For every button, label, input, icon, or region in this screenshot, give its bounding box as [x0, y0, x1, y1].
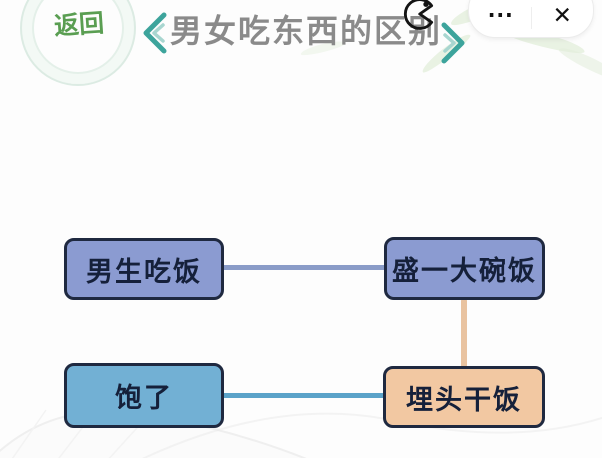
- miniprogram-capsule: ⋯ ✕: [468, 0, 594, 38]
- page-title: 男女吃东西的区别: [169, 13, 442, 49]
- connection-line-bottom: [222, 393, 385, 398]
- node-full[interactable]: 饱了: [64, 363, 224, 428]
- node-head-down-eating[interactable]: 埋头干饭: [383, 366, 545, 428]
- close-icon: ✕: [552, 1, 572, 28]
- node-male-eating[interactable]: 男生吃饭: [64, 238, 224, 300]
- connection-line-vertical: [461, 299, 467, 368]
- bamboo-leaf-icon: [556, 43, 602, 85]
- back-button[interactable]: 返回: [53, 9, 106, 41]
- more-button[interactable]: ⋯: [469, 0, 531, 37]
- connection-line-top: [222, 265, 386, 270]
- capsule-divider: [530, 7, 532, 29]
- chevron-right-icon: [441, 22, 465, 64]
- close-button[interactable]: ✕: [532, 0, 594, 37]
- more-icon: ⋯: [487, 0, 513, 29]
- pacman-performance-icon[interactable]: [402, 0, 442, 34]
- node-big-bowl[interactable]: 盛一大碗饭: [384, 237, 545, 300]
- chevron-left-icon: [143, 12, 167, 54]
